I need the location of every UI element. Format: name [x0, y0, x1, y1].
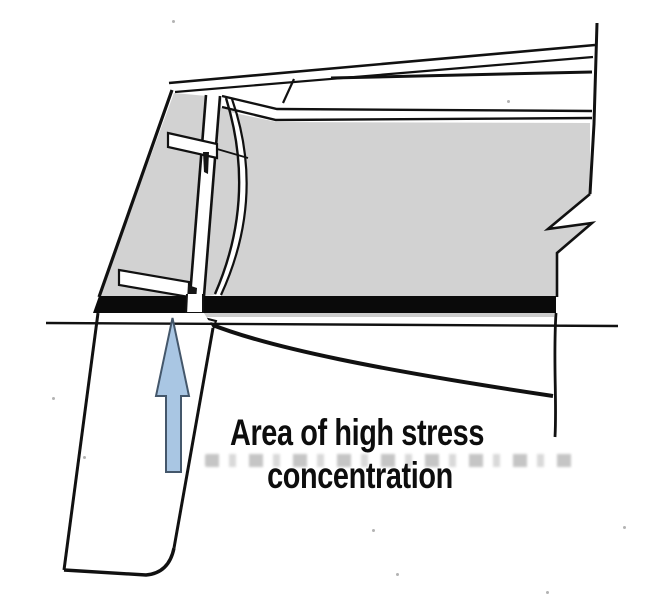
- attachment-band-shadow: [140, 313, 554, 317]
- attach-angle-top-edge: [221, 94, 593, 113]
- right-break-edge-upper: [588, 22, 599, 195]
- attach-angle-bottom-edge: [221, 105, 593, 122]
- scan-speck: [396, 573, 399, 576]
- right-break-jag: [543, 193, 597, 297]
- upper-bracket-rib-line: [216, 148, 249, 159]
- top-cap-strip-lower-edge: [174, 55, 594, 94]
- scan-speck: [546, 591, 549, 594]
- scan-speck: [623, 526, 626, 529]
- hinge-gap-curve-front: [213, 97, 241, 295]
- top-cap-strip: [170, 44, 595, 93]
- skin-panel-left: [99, 93, 207, 296]
- stringer-line: [330, 70, 593, 80]
- band-spar-gap: [186, 294, 204, 315]
- caption-line-2: concentration: [267, 455, 453, 496]
- spar-strip-right-edge: [202, 95, 222, 297]
- scan-artifact: [205, 454, 573, 467]
- skin-panel-right: [221, 100, 592, 296]
- top-cap-strip-upper-edge: [168, 43, 596, 85]
- right-edge-below-band: [553, 312, 558, 438]
- scan-speck: [507, 100, 510, 103]
- upper-bracket-tab: [166, 131, 219, 160]
- band-spar-gap-left-edge: [185, 293, 188, 316]
- caption-line-1: Area of high stress: [229, 412, 485, 453]
- scan-speck: [52, 397, 55, 400]
- scan-speck: [83, 456, 86, 459]
- fuselage-reference-line: [45, 321, 619, 328]
- attachment-lug: [64, 313, 213, 575]
- scan-speck: [172, 20, 175, 23]
- fairing-sweep-curve: [209, 322, 554, 398]
- attachment-lug-right-edge: [172, 327, 215, 549]
- fin-leading-edge-line: [97, 89, 174, 298]
- panel-end-cut-line: [282, 78, 295, 104]
- spar-strip-left-edge: [188, 94, 208, 297]
- attachment-band: [93, 296, 556, 313]
- hinge-gap-curve-rear: [220, 98, 248, 296]
- attachment-lug-left-edge: [62, 312, 100, 571]
- upper-bracket-shadow: [203, 152, 209, 174]
- attach-angle-strip: [221, 95, 592, 120]
- high-stress-arrow: [154, 317, 191, 473]
- scan-speck: [372, 529, 375, 532]
- attachment-lug-bottom-edge: [63, 547, 176, 577]
